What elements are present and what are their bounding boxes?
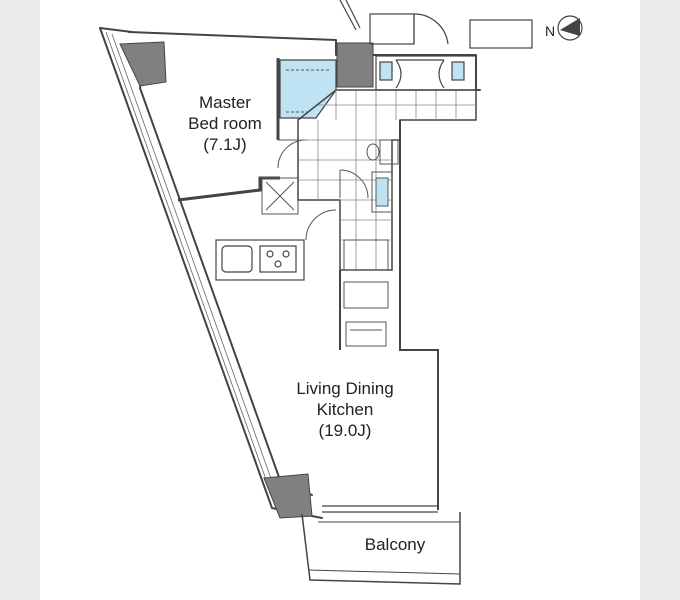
balcony-outline: [301, 512, 461, 585]
bathroom-door: [305, 169, 369, 241]
entrance: [375, 55, 477, 91]
living-line2: Kitchen: [316, 400, 374, 419]
walk-in-closet: [279, 59, 337, 119]
closet-box: [261, 177, 299, 215]
compass-label: N: [545, 23, 555, 39]
floor-plan-drawing: N: [99, 0, 583, 585]
toilet: [366, 139, 399, 165]
compass: N: [545, 15, 583, 41]
bedroom-door: [277, 139, 308, 169]
top-right-box: [469, 19, 533, 49]
living-line1: Living Dining: [296, 379, 394, 398]
bathroom-walls: [339, 120, 439, 510]
laundry: [343, 239, 389, 347]
structural-columns: [119, 41, 374, 519]
left-window-lines: [105, 31, 279, 503]
balcony-door: [322, 505, 438, 513]
kitchen-counter: [215, 239, 305, 281]
master-bedroom-line2: Bed room: [188, 114, 262, 133]
living-right-wall: [400, 349, 439, 500]
master-bedroom-line1: Master: [199, 93, 251, 112]
living-label: Living Dining Kitchen (19.0J): [270, 378, 420, 441]
living-size: (19.0J): [318, 421, 372, 440]
washbasin: [371, 171, 393, 213]
master-bedroom-size: (7.1J): [203, 135, 247, 154]
balcony-text: Balcony: [364, 535, 426, 554]
front-door: [339, 0, 449, 45]
balcony-label: Balcony: [340, 534, 450, 555]
floor-plan-page: N Master Bed room (7.1J) Living Dining K…: [40, 0, 640, 600]
master-bedroom-label: Master Bed room (7.1J): [170, 92, 280, 155]
